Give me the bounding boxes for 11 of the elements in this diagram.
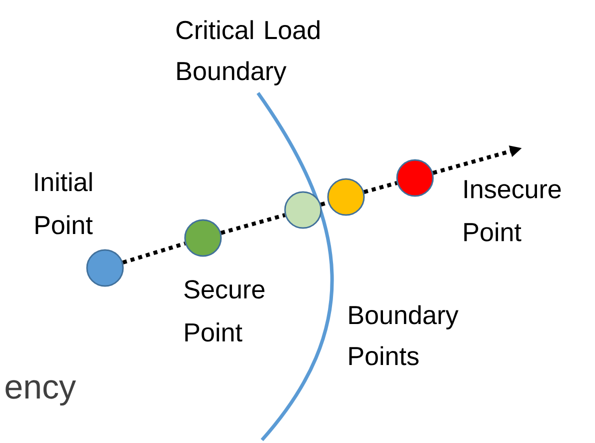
point-marker xyxy=(184,219,222,257)
point-label: Insecure Point xyxy=(464,180,561,242)
point-marker xyxy=(327,178,365,216)
boundary-title: Critical Load Boundary xyxy=(176,20,320,86)
boundary-points-label: Boundary Points xyxy=(349,305,458,366)
point-label: Initial Point xyxy=(35,172,93,234)
point-marker xyxy=(396,159,434,197)
point-marker xyxy=(284,191,322,229)
partial-word: ency xyxy=(6,380,76,406)
point-marker xyxy=(86,249,124,287)
point-label: Secure Point xyxy=(184,280,264,342)
